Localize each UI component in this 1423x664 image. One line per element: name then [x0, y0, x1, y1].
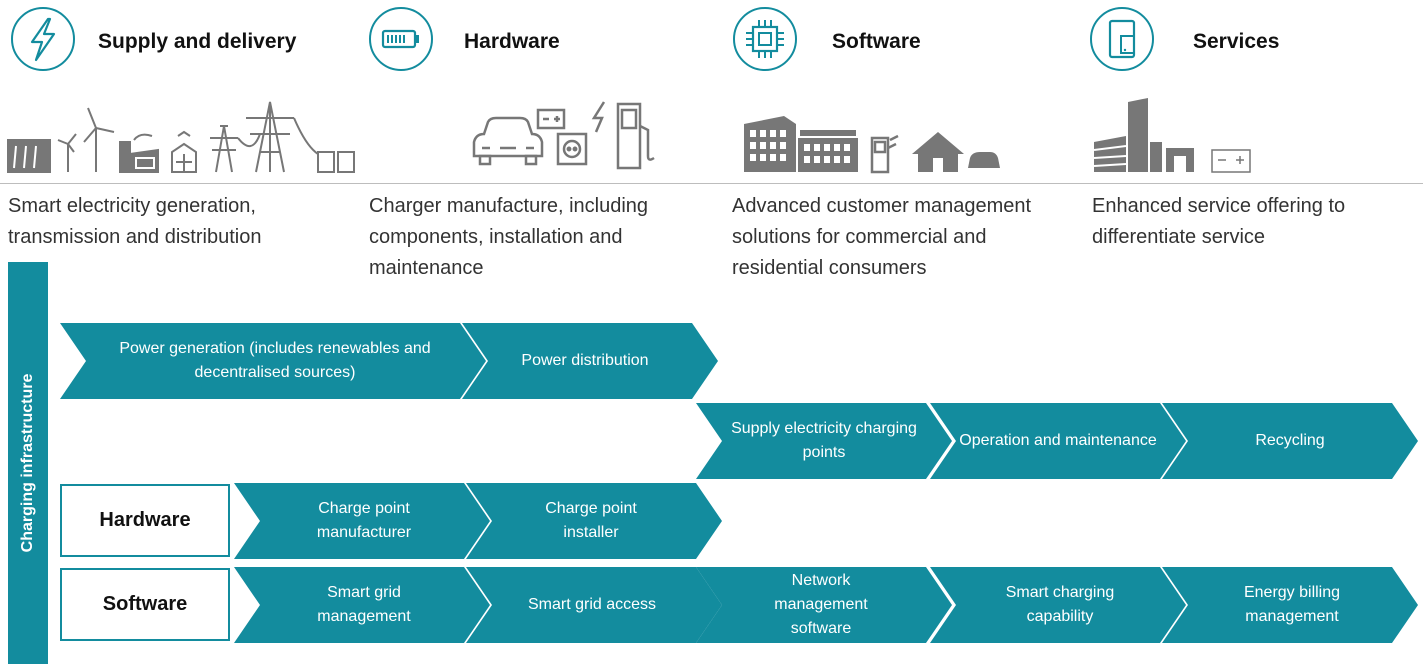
tablet-icon — [1089, 6, 1155, 72]
chevron-smart-charging-capability: Smart charging capability — [930, 567, 1186, 643]
category-services-description: Enhanced service offering to differentia… — [1092, 195, 1346, 248]
chevron-charge-point-installer-label: Charge point installer — [545, 500, 637, 541]
chevron-supply-charging-points-label: Supply electricity charging points — [731, 420, 917, 461]
battery-icon — [368, 6, 434, 72]
chevron-operation-maintenance-label: Operation and maintenance — [959, 432, 1157, 449]
chevron-supply-charging-points: Supply electricity charging points — [696, 403, 952, 479]
lightning-bolt-icon — [10, 6, 76, 72]
row-label-software: Software — [60, 568, 230, 641]
services-buildings-illustration — [1090, 96, 1260, 176]
chevron-operation-maintenance: Operation and maintenance — [930, 403, 1186, 479]
chevron-recycling: Recycling — [1162, 403, 1418, 479]
chevron-smart-grid-access: Smart grid access — [466, 567, 722, 643]
chevron-power-generation-label: Power generation (includes renewables an… — [119, 340, 431, 381]
buildings-home-car-illustration — [740, 96, 1000, 176]
category-supply-description: Smart electricity generation, transmissi… — [8, 195, 262, 248]
chevron-power-distribution-label: Power distribution — [521, 352, 649, 369]
category-hardware-description: Charger manufacture, including component… — [369, 195, 649, 279]
category-services-label: Services — [1193, 30, 1280, 53]
chevron-network-management-software-label: Network management software — [774, 572, 868, 637]
chevron-energy-billing-management-label: Energy billing management — [1243, 584, 1341, 625]
category-supply-label: Supply and delivery — [98, 30, 297, 53]
chevron-smart-grid-management: Smart grid management — [234, 567, 490, 643]
charging-infrastructure-label: Charging infrastructure — [19, 373, 36, 553]
chevron-power-generation: Power generation (includes renewables an… — [60, 323, 486, 399]
chevron-network-management-software: Network management software — [696, 567, 952, 643]
charging-infrastructure-bar — [8, 262, 48, 664]
chevron-charge-point-manufacturer-label: Charge point manufacturer — [316, 500, 412, 541]
chevron-smart-charging-capability-label: Smart charging capability — [1005, 584, 1115, 625]
chevron-energy-billing-management: Energy billing management — [1162, 567, 1418, 643]
category-software-description: Advanced customer management solutions f… — [732, 195, 1032, 279]
charger-car-illustration — [466, 96, 666, 176]
category-hardware-label: Hardware — [464, 30, 560, 53]
chevron-power-distribution: Power distribution — [462, 323, 718, 399]
chevron-charge-point-manufacturer: Charge point manufacturer — [234, 483, 490, 559]
chevron-smart-grid-management-label: Smart grid management — [317, 584, 411, 625]
category-software-label: Software — [832, 30, 921, 53]
chevron-charge-point-installer: Charge point installer — [466, 483, 722, 559]
power-infrastructure-illustration — [6, 96, 366, 176]
row-label-hardware: Hardware — [60, 484, 230, 557]
chevron-smart-grid-access-label: Smart grid access — [527, 596, 657, 613]
chevron-recycling-label: Recycling — [1255, 432, 1325, 449]
chip-icon — [732, 6, 798, 72]
section-divider — [0, 183, 1423, 184]
